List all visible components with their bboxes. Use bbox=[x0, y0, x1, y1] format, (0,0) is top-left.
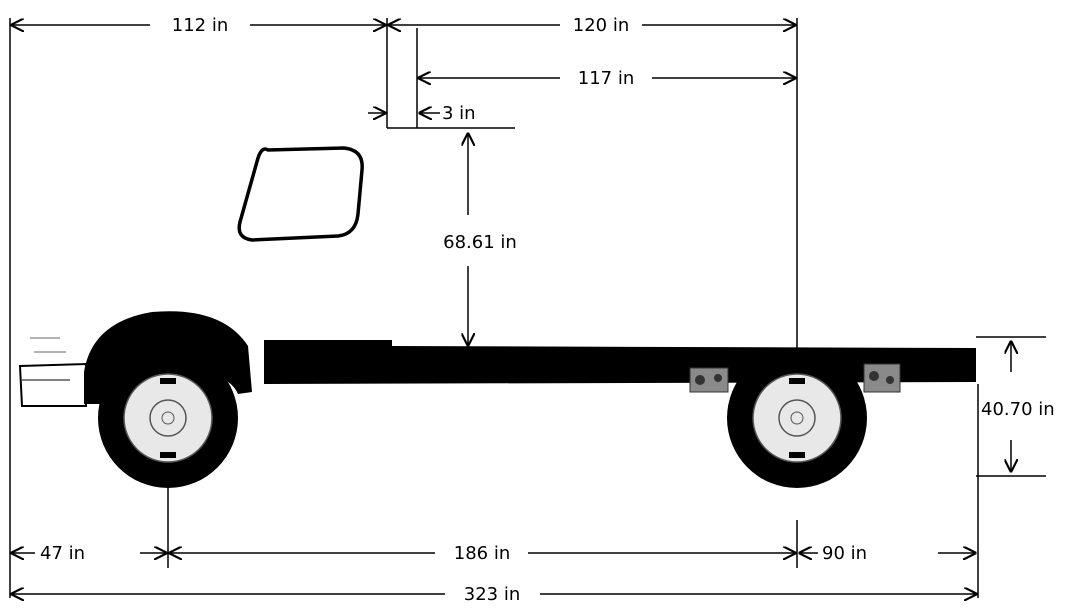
dim-wheelbase-label: 186 in bbox=[454, 543, 511, 564]
dim-front-to-cab-label: 112 in bbox=[172, 15, 229, 36]
rear-spring-front bbox=[689, 367, 729, 393]
dim-front-overhang-label: 47 in bbox=[40, 543, 85, 564]
dim-cab-to-axle-label: 117 in bbox=[578, 68, 635, 89]
dim-frame-height-label: 40.70 in bbox=[981, 399, 1055, 420]
dim-cab-to-axle-overall-label: 120 in bbox=[573, 15, 630, 36]
cab-window bbox=[237, 146, 364, 242]
dim-frame-to-cab-top-label: 68.61 in bbox=[443, 232, 517, 253]
dim-rear-overhang-label: 90 in bbox=[822, 543, 867, 564]
rear-wheel bbox=[727, 348, 867, 488]
dim-overall-length-label: 323 in bbox=[464, 584, 521, 605]
front-bumper bbox=[18, 362, 87, 407]
truck-illustration bbox=[18, 146, 976, 488]
rear-spring-rear bbox=[863, 363, 901, 393]
dim-gap-label: 3 in bbox=[442, 103, 476, 124]
front-wheel bbox=[98, 348, 238, 488]
